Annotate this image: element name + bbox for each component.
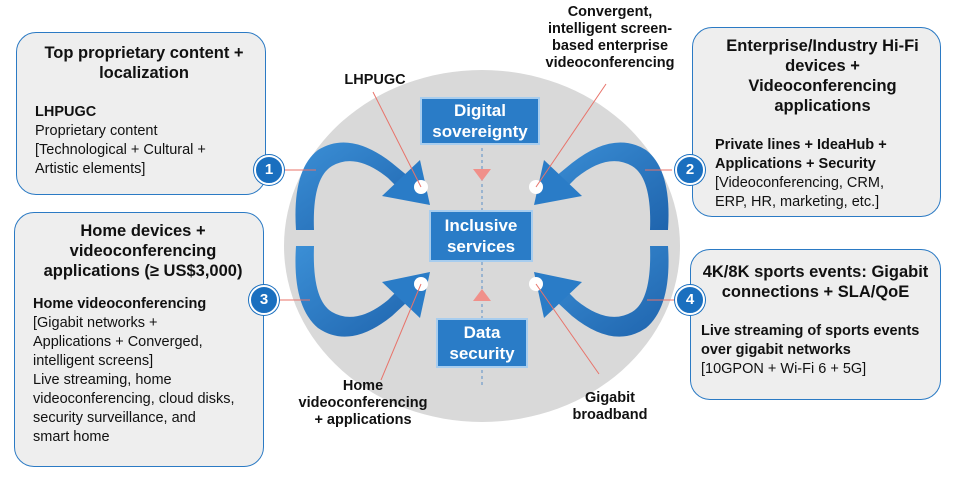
arm-bottom-left bbox=[295, 246, 420, 337]
box3-line: [Gigabit networks + bbox=[33, 315, 158, 331]
label-gigabit-broadband: Gigabit broadband bbox=[560, 390, 660, 424]
pill-inclusive-services: Inclusive services bbox=[429, 210, 533, 262]
arrowhead-top-right bbox=[534, 160, 582, 205]
arm-bottom-right bbox=[544, 246, 669, 337]
box1-body: Proprietary content [Technological + Cul… bbox=[35, 122, 253, 179]
box3-title: Home devices + videoconferencing applica… bbox=[43, 222, 243, 280]
box4-body: [10GPON + Wi-Fi 6 + 5G] bbox=[701, 360, 930, 379]
arm-top-left bbox=[295, 142, 420, 230]
box3-subtitle: Home videoconferencing bbox=[33, 296, 207, 312]
pill-inclusive-services-line2: services bbox=[446, 237, 516, 256]
label-bl-line1: Home bbox=[342, 378, 384, 394]
box3-line: security surveillance, and bbox=[33, 410, 196, 426]
box3-body: [Gigabit networks + Applications + Conve… bbox=[33, 314, 253, 447]
pill-data-security-line1: Data bbox=[463, 323, 501, 342]
box2-title: Enterprise/Industry Hi-Fi devices + Vide… bbox=[726, 37, 919, 115]
box4-title: 4K/8K sports events: Gigabit connections… bbox=[702, 263, 929, 301]
connector-top-left bbox=[372, 91, 422, 188]
pill-digital-sovereignty: Digital sovereignty bbox=[420, 97, 540, 145]
box4-line: [10GPON + Wi-Fi 6 + 5G] bbox=[701, 361, 867, 377]
box1-line: [Technological + Cultural + bbox=[35, 142, 206, 158]
box2-body: [Videoconferencing, CRM, ERP, HR, market… bbox=[715, 174, 930, 212]
box-top-proprietary-content: Top proprietary content + localization L… bbox=[16, 32, 266, 195]
box2-line: ERP, HR, marketing, etc.] bbox=[715, 194, 880, 210]
box2-line: [Videoconferencing, CRM, bbox=[715, 175, 884, 191]
label-br-line2: broadband bbox=[572, 407, 648, 423]
badge-2: 2 bbox=[675, 155, 705, 185]
badge-3: 3 bbox=[249, 285, 279, 315]
badge-1: 1 bbox=[254, 155, 284, 185]
box3-line: videoconferencing, cloud disks, bbox=[33, 391, 235, 407]
label-enterprise-videoconferencing: Convergent, intelligent screen- based en… bbox=[530, 4, 690, 72]
label-home-videoconferencing: Home videoconferencing + applications bbox=[288, 378, 438, 429]
arrowhead-bottom-right bbox=[534, 272, 582, 318]
pill-data-security: Data security bbox=[436, 318, 528, 368]
box1-line: Artistic elements] bbox=[35, 161, 146, 177]
pill-inclusive-services-line1: Inclusive bbox=[444, 216, 518, 235]
triangle-down-icon bbox=[473, 169, 491, 181]
box-enterprise-industry: Enterprise/Industry Hi-Fi devices + Vide… bbox=[692, 27, 941, 217]
arm-top-right bbox=[544, 142, 669, 230]
box3-line: intelligent screens] bbox=[33, 353, 154, 369]
box2-subtitle: Private lines + IdeaHub + Applications +… bbox=[715, 137, 887, 172]
arrowhead-top-left bbox=[382, 160, 430, 205]
label-lhpugc: LHPUGC bbox=[344, 72, 406, 88]
box1-subtitle: LHPUGC bbox=[35, 104, 97, 120]
label-tr-line3: based enterprise bbox=[551, 38, 669, 54]
label-tr-line4: videoconferencing bbox=[545, 55, 675, 71]
connector-bottom-right bbox=[535, 283, 600, 375]
triangle-up-icon bbox=[473, 289, 491, 301]
box3-line: Applications + Converged, bbox=[33, 334, 203, 350]
badge-4: 4 bbox=[675, 285, 705, 315]
label-bl-line2: videoconferencing bbox=[298, 395, 428, 411]
box1-title: Top proprietary content + localization bbox=[44, 44, 244, 82]
box1-line: Proprietary content bbox=[35, 123, 158, 139]
pill-digital-sovereignty-line1: Digital bbox=[454, 101, 506, 120]
box-sports-events: 4K/8K sports events: Gigabit connections… bbox=[690, 249, 941, 400]
label-bl-line3: + applications bbox=[314, 412, 412, 428]
label-br-line1: Gigabit bbox=[585, 390, 635, 406]
connector-bottom-left bbox=[380, 283, 422, 381]
box4-subtitle: Live streaming of sports events over gig… bbox=[701, 323, 920, 358]
connector-top-right bbox=[535, 83, 607, 188]
box3-line: Live streaming, home bbox=[33, 372, 172, 388]
label-tr-line2: intelligent screen- bbox=[547, 21, 673, 37]
pill-data-security-line2: security bbox=[449, 344, 515, 363]
box-home-devices: Home devices + videoconferencing applica… bbox=[14, 212, 264, 467]
pill-digital-sovereignty-line2: sovereignty bbox=[432, 122, 528, 141]
box3-line: smart home bbox=[33, 429, 110, 445]
label-tr-line1: Convergent, bbox=[567, 4, 653, 20]
